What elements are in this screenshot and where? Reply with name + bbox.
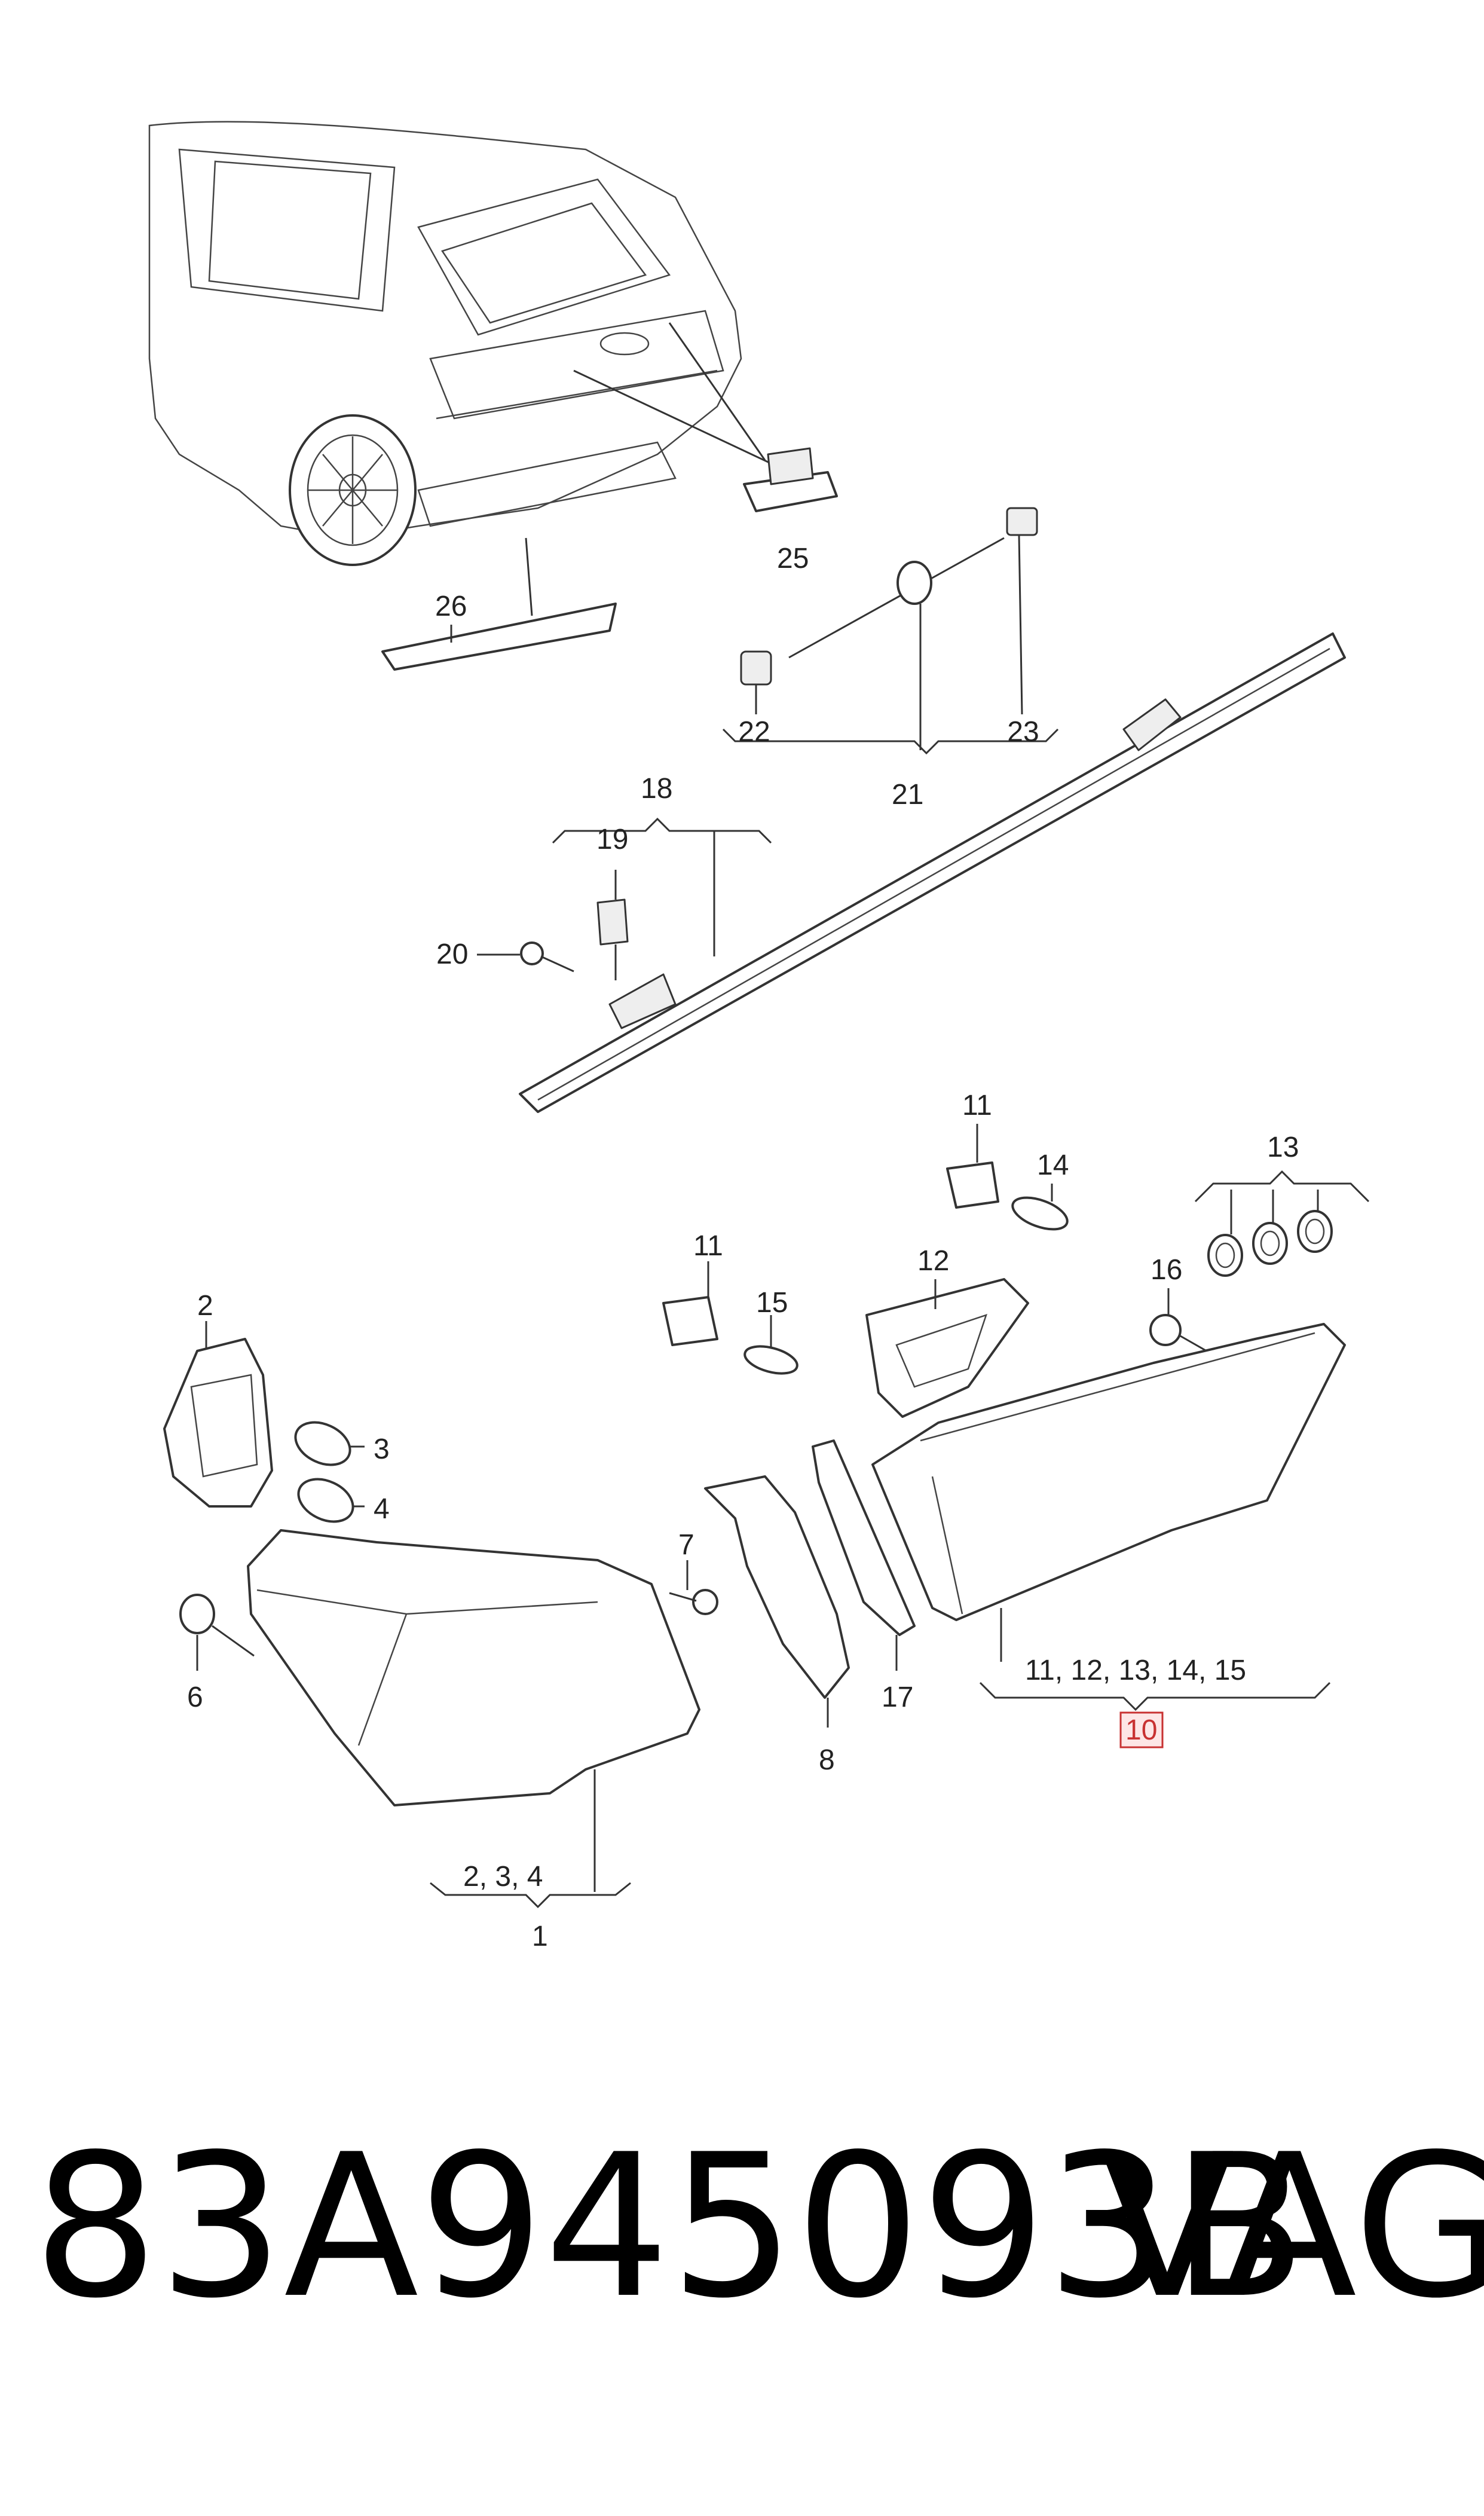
part-20-screw [520,941,574,973]
leader-23 [1018,534,1023,715]
part-6-grommet [179,1594,255,1657]
part-1-outer-tail-light [247,1529,700,1806]
part-4-bulb [297,1478,365,1523]
callout-20: 20 [436,938,468,970]
part-14-bulb [1011,1196,1069,1231]
bracket-1 [430,1882,631,1909]
callout-16: 16 [1151,1254,1182,1286]
highlight-box-10 [1119,1711,1164,1748]
part-15-bulb [743,1345,798,1375]
callout-13: 13 [1267,1132,1299,1163]
callout-22: 22 [738,716,770,748]
callout-2: 2 [197,1290,213,1322]
callout-4: 4 [374,1493,390,1525]
part-21-wiring-set [740,507,1038,686]
callout-17: 17 [882,1682,913,1713]
callout-21: 21 [892,779,923,811]
callout-1: 1 [532,1921,548,1952]
part-3-bulb [294,1421,365,1466]
callout-7: 7 [678,1529,694,1561]
callout-18: 18 [641,773,672,805]
callout-26: 26 [435,591,467,622]
part-12-gasket [865,1278,1029,1418]
callout-11b: 11 [693,1230,723,1262]
callout-10: 10 [1125,1714,1157,1746]
part-2-bulb-carrier [163,1338,273,1508]
callout-23: 23 [1007,716,1039,748]
brand-label: VAG [1100,2112,1484,2341]
part-17-trim-strip [812,1439,916,1636]
vehicle-illustration [148,121,778,616]
part-8-bracket [704,1475,850,1699]
callout-g10: 11, 12, 13, 14, 15 [1025,1655,1246,1686]
callout-15: 15 [756,1287,788,1319]
part-number: 83A945093B [33,2112,1307,2341]
part-16-nut [1149,1314,1223,1361]
bracket-13 [1194,1170,1370,1203]
part-25-plate-light [743,447,838,512]
callout-6: 6 [187,1682,203,1713]
bracket-10 [979,1682,1331,1711]
callout-8: 8 [819,1744,835,1776]
part-13-gaskets [1207,1210,1333,1277]
part-26-reflector [381,603,617,671]
part-11-socket-lower [662,1296,718,1346]
callout-25: 25 [777,543,809,574]
callout-11a: 11 [962,1090,992,1121]
part-18-light-strip [519,632,1346,1113]
part-7-bolt [669,1589,718,1615]
callout-12: 12 [917,1245,949,1277]
part-10-inner-tail-light [871,1323,1346,1621]
callout-g1: 2, 3, 4 [463,1861,543,1893]
bracket-21 [722,728,1059,755]
callout-14: 14 [1037,1150,1069,1181]
callout-3: 3 [374,1433,390,1465]
part-11-socket-upper [946,1161,999,1209]
callout-19: 19 [596,824,628,855]
part-19-clip [596,898,629,946]
bracket-18 [552,817,772,844]
